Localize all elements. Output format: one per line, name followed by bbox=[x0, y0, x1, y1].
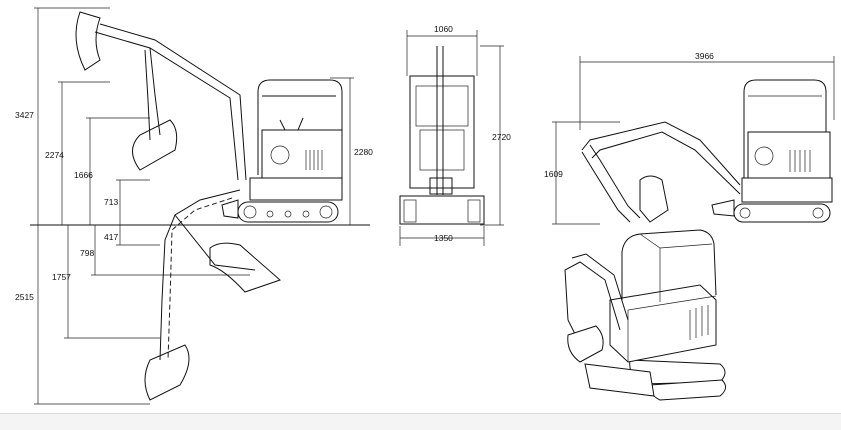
isometric-view bbox=[564, 229, 726, 401]
front-view: 1060 1350 2720 bbox=[399, 24, 511, 246]
dim-1060: 1060 bbox=[434, 24, 453, 34]
excavator-front bbox=[399, 46, 485, 225]
dim-1350: 1350 bbox=[434, 233, 453, 243]
transport-view: 3966 1609 bbox=[544, 51, 835, 225]
side-view: 3427 2274 1666 713 417 798 1757 2515 228… bbox=[15, 7, 373, 405]
dim-2720: 2720 bbox=[492, 132, 511, 142]
dim-3966: 3966 bbox=[695, 51, 714, 61]
dim-2515: 2515 bbox=[15, 292, 34, 302]
dim-1757: 1757 bbox=[52, 272, 71, 282]
excavator-body-side bbox=[221, 79, 343, 223]
dim-3427: 3427 bbox=[15, 110, 34, 120]
dim-713: 713 bbox=[104, 197, 118, 207]
boom-lower-position bbox=[144, 189, 281, 401]
bottom-band bbox=[0, 413, 841, 430]
dim-1666: 1666 bbox=[74, 170, 93, 180]
dim-417: 417 bbox=[104, 232, 118, 242]
boom-upper-position bbox=[75, 11, 247, 181]
dim-2280: 2280 bbox=[354, 147, 373, 157]
excavator-transport bbox=[581, 79, 833, 223]
dim-1609: 1609 bbox=[544, 169, 563, 179]
dim-2274: 2274 bbox=[45, 150, 64, 160]
dim-798: 798 bbox=[80, 248, 94, 258]
